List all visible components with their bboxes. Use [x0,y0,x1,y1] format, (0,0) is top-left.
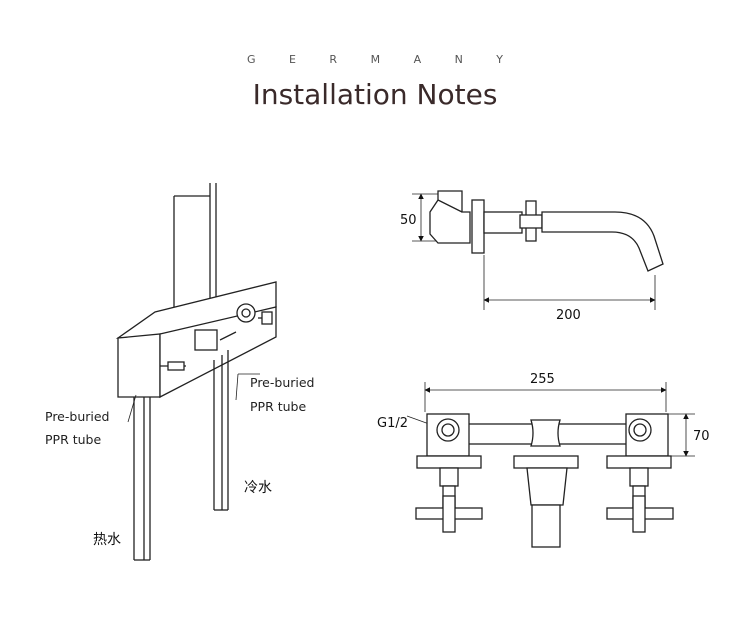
right-pipe-label-line1: Pre-buried [250,375,314,390]
valve-connector [194,329,218,351]
spout [541,211,664,272]
left-pipe-label-line2: PPR tube [45,432,101,447]
side-view-drawing: 50 200 [400,190,664,323]
hot-water-label: 热水 [93,532,121,548]
height-dimension: 70 [693,429,710,444]
brand-text: G E R M A N Y [246,53,519,66]
front-view-drawing: 255 70 G1/2 [377,372,710,548]
flange-plate [471,199,485,254]
right-pipe-label-line2: PPR tube [250,399,306,414]
cold-water-label: 冷水 [244,480,272,496]
center-spout [526,467,568,506]
side-height-dimension: 50 [400,213,417,228]
right-flange [606,455,672,469]
page-title: Installation Notes [252,78,498,111]
width-dimension: 255 [530,372,555,387]
wall-installation-drawing: Pre-buried PPR tube Pre-buried PPR tube … [45,183,314,561]
left-flange [416,455,482,469]
spout-length-dimension: 200 [556,308,581,323]
left-pipe-label-line1: Pre-buried [45,409,109,424]
center-flange [513,455,579,469]
thread-size-label: G1/2 [377,416,408,431]
